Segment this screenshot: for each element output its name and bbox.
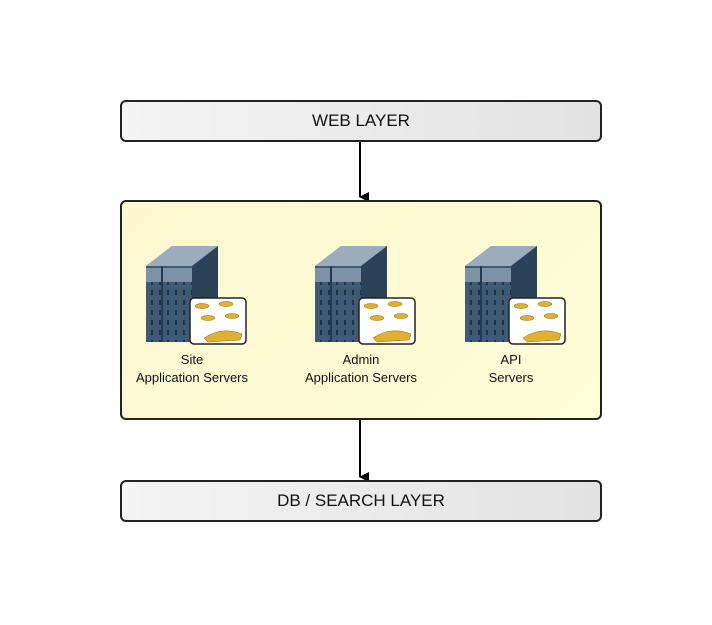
node-label-line2: Application Servers	[305, 370, 417, 385]
admin-app-servers-node: Admin Application Servers	[291, 238, 431, 386]
api-servers-node: API Servers	[441, 238, 581, 386]
node-label-line1: Site	[180, 352, 204, 367]
server-tomcat-icon	[464, 245, 566, 345]
application-layer-box: Site Application Servers Admin Applicati…	[120, 200, 602, 420]
web-layer-label: WEB LAYER	[312, 111, 410, 130]
node-label-line2: Application Servers	[136, 370, 248, 385]
node-label-line2: Servers	[488, 370, 534, 385]
db-layer-label: DB / SEARCH LAYER	[277, 491, 445, 510]
db-search-layer-box: DB / SEARCH LAYER	[120, 480, 602, 522]
site-app-servers-node: Site Application Servers	[122, 238, 262, 386]
server-tomcat-icon	[145, 245, 247, 345]
node-label-line1: Admin	[342, 352, 380, 367]
web-layer-box: WEB LAYER	[120, 100, 602, 142]
server-tomcat-icon	[314, 245, 416, 345]
node-label-line1: API	[500, 352, 522, 367]
